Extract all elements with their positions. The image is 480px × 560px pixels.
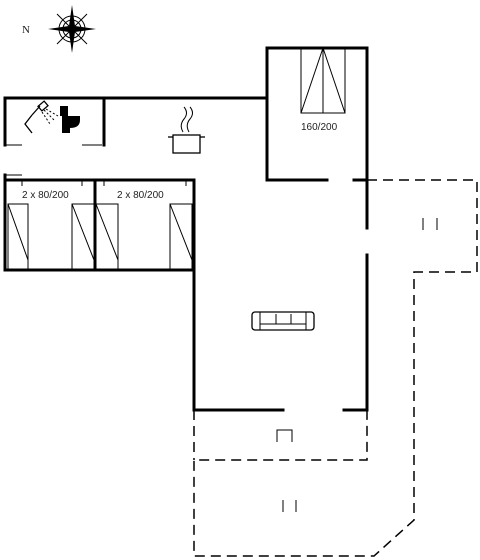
wall-main <box>3 96 369 412</box>
garden-chairs-icon <box>282 500 297 512</box>
shower-icon <box>24 100 59 134</box>
garden-chairs-icon <box>422 218 438 230</box>
toilet-icon <box>60 106 80 133</box>
compass-rose-icon <box>48 5 96 53</box>
bed-double <box>300 47 346 114</box>
garden-chair-icon <box>276 429 293 442</box>
terrace-outline-east <box>193 179 478 557</box>
wall-double-bedroom <box>265 46 369 230</box>
label-bedroom-twin-1: 2 x 80/200 <box>22 190 69 201</box>
sofa-icon <box>251 311 315 331</box>
beds-twin-2 <box>95 180 193 271</box>
label-bedroom-twin-2: 2 x 80/200 <box>117 190 164 201</box>
beds-twin-1 <box>7 180 95 271</box>
compass-north-label: N <box>22 24 30 36</box>
label-bedroom-double: 160/200 <box>301 122 338 133</box>
cooking-pot-icon <box>168 106 205 154</box>
